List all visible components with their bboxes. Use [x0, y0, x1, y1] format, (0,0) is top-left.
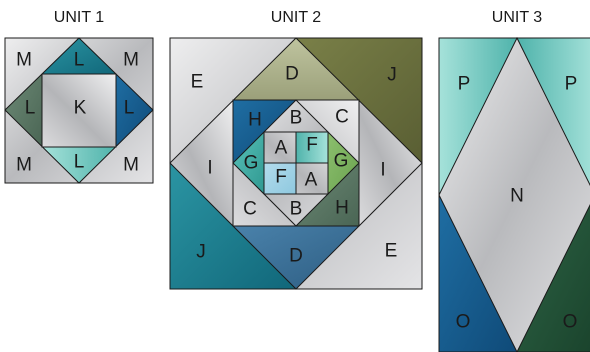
unit-1-label-m-tr: M [123, 50, 139, 71]
unit-3-label-o-left: O [456, 312, 471, 333]
unit-2-label-j-tr: J [387, 65, 397, 86]
unit-1-label-m-bl: M [16, 155, 32, 176]
unit-3-title: UNIT 3 [492, 9, 542, 26]
unit-1-label-l-right: L [124, 98, 135, 119]
unit-1-label-m-br: M [123, 155, 139, 176]
unit-3: UNIT 3 P P N O O [439, 9, 590, 352]
unit-1-title: UNIT 1 [54, 9, 104, 26]
unit-2-label-f-tr: F [306, 135, 318, 156]
unit-3-label-o-right: O [563, 312, 578, 333]
unit-2-title: UNIT 2 [271, 9, 321, 26]
unit-2-label-i-right: I [380, 160, 385, 181]
unit-1-label-l-left: L [25, 98, 36, 119]
unit-3-label-p-left: P [458, 74, 471, 95]
unit-2-label-h-br: H [335, 198, 349, 219]
unit-3-label-p-right: P [565, 74, 578, 95]
unit-2-label-f-bl: F [275, 167, 287, 188]
unit-1-label-k: K [74, 98, 87, 119]
unit-1-label-m-tl: M [16, 50, 32, 71]
unit-1: UNIT 1 M L M L K L M L M [5, 9, 153, 183]
unit-3-label-n: N [510, 186, 524, 207]
unit-2-label-i-left: I [207, 158, 212, 179]
unit-2-label-d-top: D [285, 64, 299, 85]
unit-1-label-l-bottom: L [74, 152, 85, 173]
unit-2: UNIT 2 [170, 9, 422, 289]
unit-2-label-g-right: G [334, 151, 349, 172]
unit-2-label-h-tl: H [248, 110, 262, 131]
unit-2-label-b-top: B [290, 108, 303, 129]
unit-2-label-a-br: A [305, 170, 318, 191]
unit-2-label-d-bottom: D [289, 246, 303, 267]
unit-2-label-e-tl: E [191, 72, 204, 93]
unit-1-label-l-top: L [74, 50, 85, 71]
unit-2-label-c-tr: C [335, 107, 349, 128]
unit-2-label-b-bottom: B [290, 199, 303, 220]
unit-2-label-c-bl: C [243, 199, 257, 220]
unit-2-label-a-tl: A [275, 138, 288, 159]
unit-2-label-j-bl: J [196, 242, 206, 263]
unit-2-label-e-br: E [385, 241, 398, 262]
unit-2-label-g-left: G [244, 153, 259, 174]
